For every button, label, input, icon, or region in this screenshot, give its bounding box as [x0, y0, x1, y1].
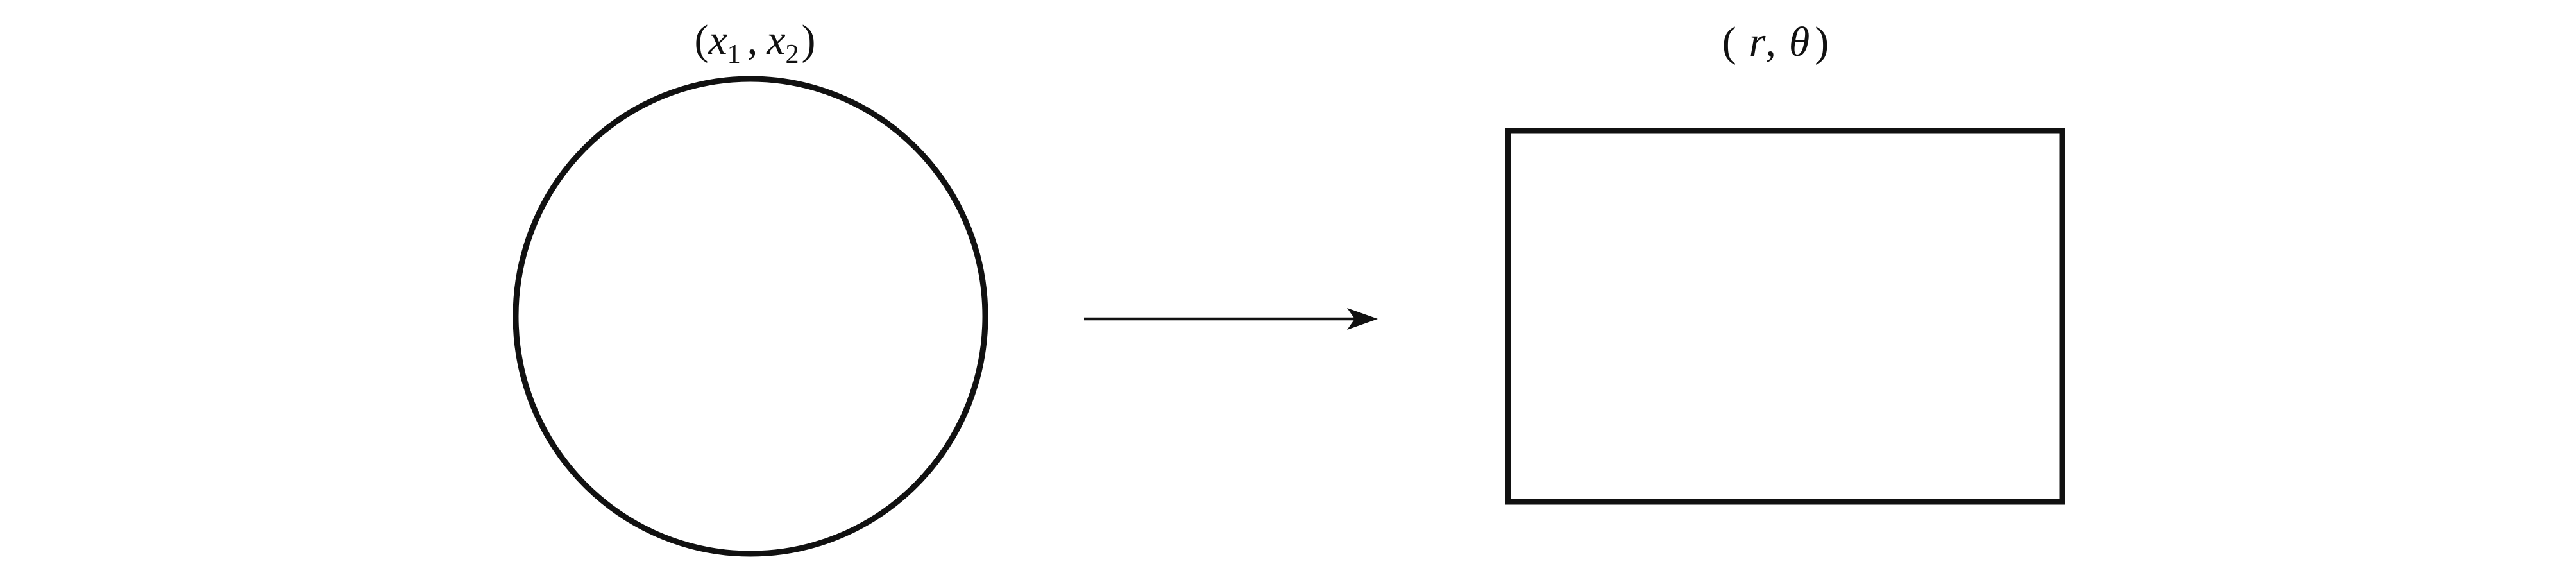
cartesian-sub2: 2	[786, 40, 799, 69]
cartesian-close-paren: )	[802, 17, 816, 64]
cartesian-var2: x	[766, 17, 785, 64]
cartesian-label: (x1,x2)	[694, 17, 815, 69]
arrow-head	[1347, 308, 1378, 330]
cartesian-comma: ,	[747, 17, 758, 64]
unit-circle	[513, 76, 988, 557]
cartesian-open-paren: (	[694, 17, 708, 64]
polar-domain: ( r, θ)	[1505, 19, 2065, 505]
polar-label: ( r, θ)	[1722, 19, 1829, 65]
polar-rectangle	[1505, 128, 2065, 505]
polar-close-paren: )	[1815, 19, 1829, 65]
polar-var2: θ	[1789, 19, 1809, 65]
polar-comma: ,	[1765, 19, 1776, 65]
polar-open-paren: (	[1722, 19, 1736, 65]
polar-var1: r	[1749, 19, 1766, 65]
cartesian-domain: (x1,x2)	[513, 17, 988, 557]
mapping-arrow	[1084, 308, 1378, 330]
cartesian-sub1: 1	[727, 40, 741, 69]
cartesian-var1: x	[708, 17, 727, 64]
